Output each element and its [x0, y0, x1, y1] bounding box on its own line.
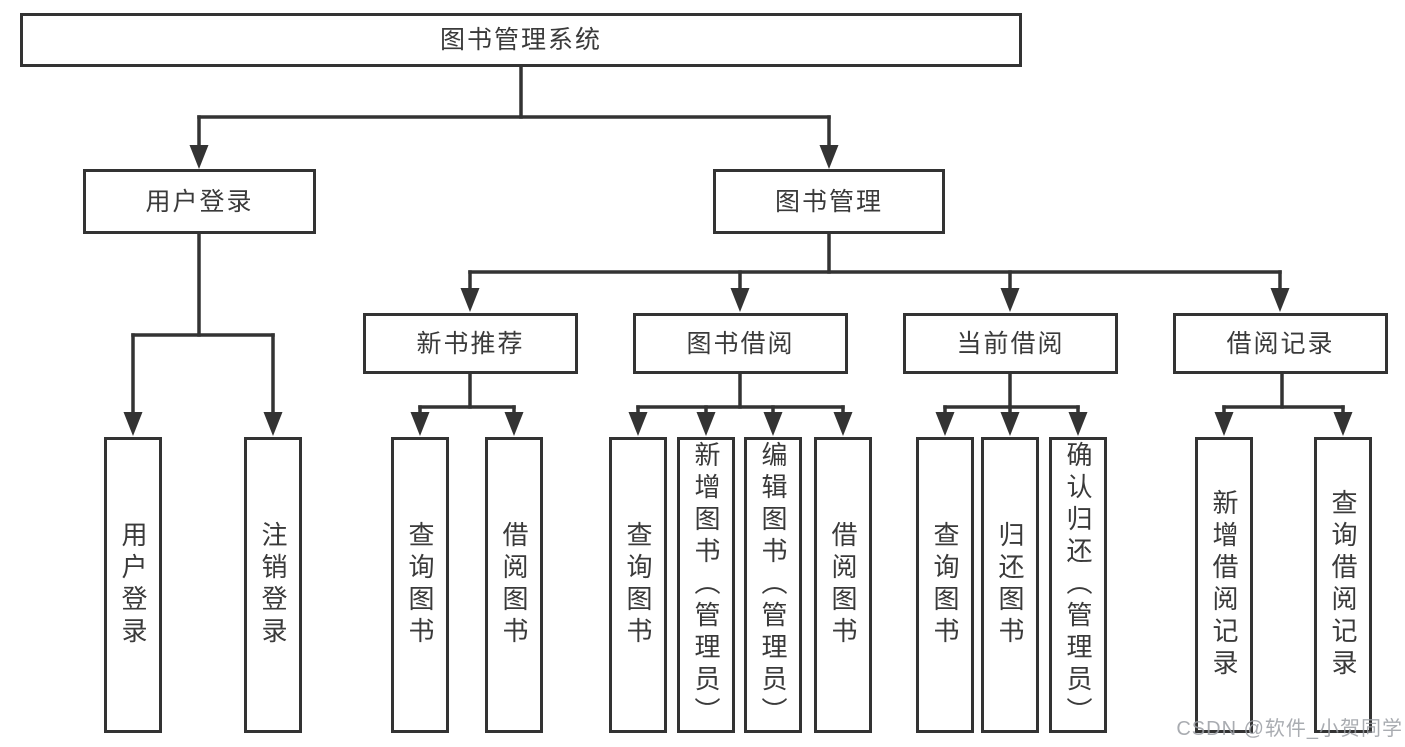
- arrowhead-down-icon: [819, 145, 839, 169]
- leaf-return-books: 归还图书: [981, 437, 1039, 733]
- arrowhead-down-icon: [1214, 412, 1234, 436]
- leaf-logout: 注销登录: [244, 437, 302, 733]
- node-book-management: 图书管理: [713, 169, 945, 234]
- arrowhead-down-icon: [1000, 412, 1020, 436]
- node-label: 新增图书（管理员）: [691, 441, 721, 729]
- node-label: 注销登录: [258, 521, 288, 649]
- node-label: 查询图书: [623, 521, 653, 649]
- node-new-book-recommend: 新书推荐: [363, 313, 578, 374]
- node-book-borrowing: 图书借阅: [633, 313, 848, 374]
- arrowhead-down-icon: [1068, 412, 1088, 436]
- leaf-query-books-borrowing: 查询图书: [609, 437, 667, 733]
- leaf-query-books-current: 查询图书: [916, 437, 974, 733]
- node-label: 图书管理系统: [439, 26, 602, 54]
- node-label: 编辑图书（管理员）: [758, 441, 788, 729]
- node-label: 用户登录: [145, 187, 254, 216]
- arrowhead-down-icon: [1000, 288, 1020, 312]
- leaf-query-borrow-record: 查询借阅记录: [1314, 437, 1372, 733]
- leaf-add-borrow-record: 新增借阅记录: [1195, 437, 1253, 733]
- leaf-borrow-books: 借阅图书: [814, 437, 872, 733]
- leaf-query-books-recommend: 查询图书: [391, 437, 449, 733]
- node-label: 图书管理: [774, 187, 883, 216]
- node-user-login: 用户登录: [83, 169, 316, 234]
- node-label: 确认归还（管理员）: [1063, 441, 1093, 729]
- node-label: 查询图书: [405, 521, 435, 649]
- arrowhead-down-icon: [696, 412, 716, 436]
- arrowhead-down-icon: [189, 145, 209, 169]
- leaf-add-books-admin: 新增图书（管理员）: [677, 437, 735, 733]
- node-label: 借阅图书: [499, 521, 529, 649]
- node-label: 新增借阅记录: [1209, 489, 1239, 681]
- node-label: 借阅记录: [1226, 329, 1335, 358]
- leaf-confirm-return-admin: 确认归还（管理员）: [1049, 437, 1107, 733]
- node-label: 查询借阅记录: [1328, 489, 1358, 681]
- node-label: 当前借阅: [956, 329, 1065, 358]
- watermark: CSDN @软件_小贺同学: [1176, 718, 1403, 740]
- node-label: 用户登录: [118, 521, 148, 649]
- arrowhead-down-icon: [935, 412, 955, 436]
- arrowhead-down-icon: [460, 288, 480, 312]
- leaf-borrow-books-recommend: 借阅图书: [485, 437, 543, 733]
- arrowhead-down-icon: [628, 412, 648, 436]
- node-label: 归还图书: [995, 521, 1025, 649]
- arrowhead-down-icon: [504, 412, 524, 436]
- node-label: 借阅图书: [828, 521, 858, 649]
- arrowhead-down-icon: [730, 288, 750, 312]
- leaf-edit-books-admin: 编辑图书（管理员）: [744, 437, 802, 733]
- arrowhead-down-icon: [410, 412, 430, 436]
- arrowhead-down-icon: [123, 412, 143, 436]
- node-library-management-system: 图书管理系统: [20, 13, 1022, 67]
- arrowhead-down-icon: [763, 412, 783, 436]
- node-current-borrowing: 当前借阅: [903, 313, 1118, 374]
- node-label: 新书推荐: [416, 329, 525, 358]
- arrowhead-down-icon: [1333, 412, 1353, 436]
- node-label: 查询图书: [930, 521, 960, 649]
- arrowhead-down-icon: [1270, 288, 1290, 312]
- arrowhead-down-icon: [833, 412, 853, 436]
- arrowhead-down-icon: [263, 412, 283, 436]
- node-borrowing-records: 借阅记录: [1173, 313, 1388, 374]
- node-label: 图书借阅: [686, 329, 795, 358]
- leaf-user-login: 用户登录: [104, 437, 162, 733]
